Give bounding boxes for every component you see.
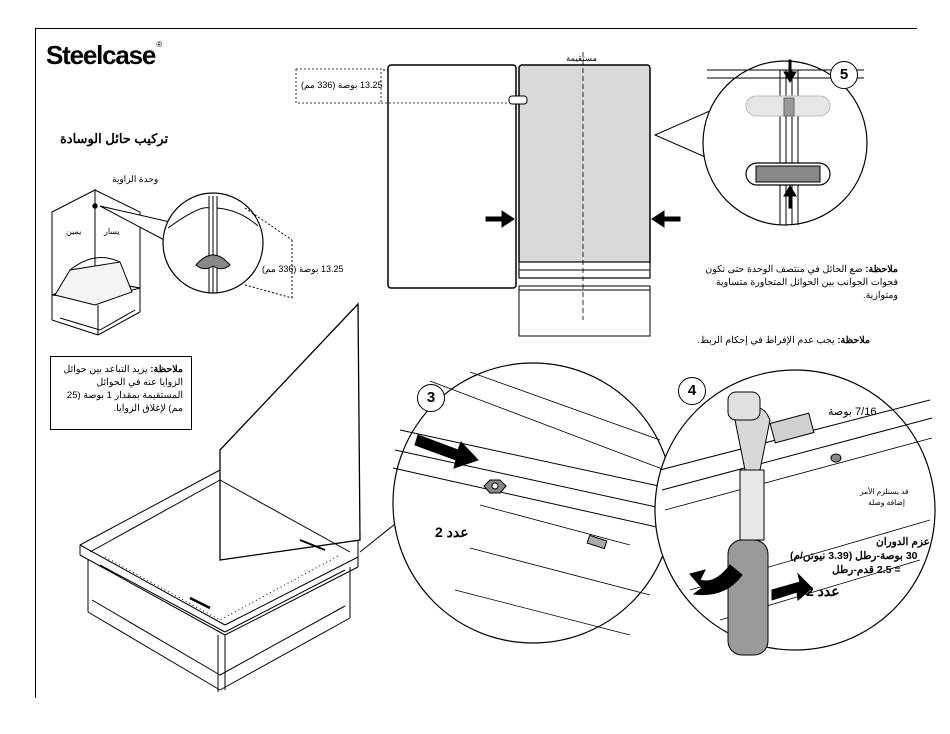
corner-dimension: 13.25 بوصة (336 مم) (262, 264, 344, 274)
socket-size-label: 7/16 بوصة (828, 406, 877, 418)
detail-5-illustration (702, 59, 868, 226)
registered-mark: ® (156, 40, 162, 49)
step-3-badge: 3 (417, 384, 445, 412)
spacing-note-box: ملاحظة: يزيد التباعد بين حوائل الزوايا ع… (50, 356, 192, 430)
corner-left-label: يسار (104, 227, 120, 236)
step-5-badge: 5 (830, 61, 858, 89)
plumb-label: مستقيمة (566, 53, 598, 63)
torque-note: ملاحظة: يجب عدم الإفراط في إحكام الربط. (680, 334, 870, 347)
torque-note-label: ملاحظة: (837, 335, 870, 346)
spacing-note-label: ملاحظة: (150, 364, 183, 375)
center-note: ملاحظة: ضع الحائل في منتصف الوحدة حتى تك… (680, 263, 898, 302)
steelcase-logo: Steelcase® (46, 40, 162, 71)
corner-unit-illustration (51, 189, 293, 336)
logo-text: Steelcase (46, 40, 156, 70)
extension-note-line2: إضافة وصلة (868, 498, 905, 507)
extension-note-line1: قد يستلزم الأمر (860, 487, 909, 496)
torque-title: عزم الدوران (876, 536, 930, 548)
isometric-workstation (79, 302, 401, 692)
corner-unit-title: وحدة الزاوية (112, 174, 159, 184)
torque-line1: 30 بوصة-رطل (3.39 نيوتن/م) (790, 550, 918, 562)
section-title: تركيب حائل الوسادة (60, 131, 169, 146)
step-4-badge: 4 (678, 377, 706, 405)
step4-quantity: عدد 2 (806, 583, 840, 599)
spacing-note-text: يزيد التباعد بين حوائل الزوايا عنه في ال… (63, 364, 183, 414)
center-note-text: ضع الحائل في منتصف الوحدة حتى تكون فجوات… (705, 264, 898, 301)
page-frame-top (35, 28, 917, 29)
step3-quantity: عدد 2 (435, 524, 469, 540)
detail-3-illustration (392, 362, 674, 644)
center-note-label: ملاحظة: (865, 264, 898, 275)
corner-right-label: يمين (66, 227, 82, 236)
front-elevation (295, 52, 713, 337)
elevation-dimension: 13.25 بوصة (336 مم) (301, 80, 383, 90)
torque-line2: = 2.5 قدم-رطل (832, 564, 901, 576)
detail-4-illustration (654, 369, 936, 656)
torque-note-text: يجب عدم الإفراط في إحكام الربط. (697, 335, 835, 346)
page-frame-left (35, 28, 36, 698)
